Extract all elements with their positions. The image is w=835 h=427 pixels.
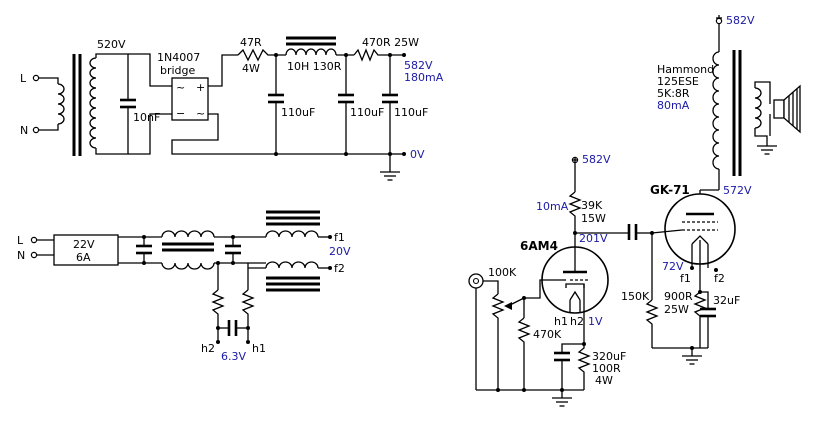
bridge-ac-symbol-1: ~ [176,81,185,94]
common-mode-choke-bottom [161,262,215,270]
mains-n-label: N [20,124,28,137]
output-grid-r-label: 150K [621,290,650,303]
f2-output-label: f2 [334,262,345,275]
volume-pot[interactable] [491,293,505,390]
ground-voltage-label: 0V [410,148,425,161]
r2-label: 470R 25W [362,36,419,49]
output-cathode-r-value: 900R [664,290,693,303]
opt-ratio-label: 5K:8R [657,87,690,100]
h1-output-label: h1 [252,342,266,355]
driver-plate-r-value: 39K [581,199,603,212]
output-grid-voltage: 72V [662,260,684,273]
bridge-ac-symbol-2: ~ [196,107,205,120]
h2-output-label: h2 [201,342,215,355]
output-plate-voltage: 572V [723,184,752,197]
output-transformer-primary [712,51,720,170]
power-supply-section: L N 520V 10nF ~ + − ~ 1N4007 bridge [20,36,444,181]
h-voltage-label: 6.3V [221,350,246,363]
output-ground-symbol [756,145,778,155]
b-plus-current-label: 180mA [404,71,444,84]
output-b-plus-label: 582V [726,14,755,27]
driver-plate-r-power: 15W [581,212,606,225]
b-plus-voltage-label: 582V [404,59,433,72]
output-tube-label: GK-71 [650,183,690,197]
driver-stage-section: 582V 10mA 39K 15W 201V 6AM4 h1 h2 1V [468,153,652,407]
output-f1-label: f1 [680,272,691,285]
secondary-voltage-label: 520V [97,38,126,51]
cap2-label: 110uF [350,106,384,119]
driver-ground-symbol [551,397,573,407]
driver-cathode-cap-label: 320uF [592,350,626,363]
resistor-47r [237,48,286,62]
mains-transformer-primary [57,83,65,125]
output-cathode-cap-label: 32uF [713,294,740,307]
f1-choke [265,230,319,238]
mains-n-terminal [32,126,40,134]
cap1-label: 110uF [281,106,315,119]
b-plus-output-node [402,53,406,57]
rectifier-part-label: 1N4007 [157,51,200,64]
heater-n-label: N [17,249,25,262]
bridge-rectifier [171,77,209,121]
mains-l-terminal [32,74,40,82]
heater-supply-section: L N 22V 6A [17,210,351,363]
opt-current-label: 80mA [657,99,690,112]
driver-cathode-resistor [577,344,591,390]
cap3-label: 110uF [394,106,428,119]
resistor-470r [353,48,404,62]
bridge-minus-symbol: − [176,107,185,120]
heater-psu-box [53,234,119,266]
choke-label: 10H 130R [287,60,342,73]
driver-h1-label: h1 [554,315,568,328]
psu-current-label: 6A [76,251,91,264]
driver-grid-r-label: 470K [533,328,562,341]
driver-current-label: 10mA [536,200,569,213]
heater-n-terminal [30,251,38,259]
mains-transformer-secondary [89,57,97,149]
driver-cathode-r-label: 100R [592,362,621,375]
psu-ground-symbol [379,171,401,181]
bridge-plus-symbol: + [196,81,205,94]
snubber-cap-label: 10nF [133,111,160,124]
opt-brand-label: Hammond [657,63,714,76]
output-cathode-r-power: 25W [664,303,689,316]
driver-tube-label: 6AM4 [520,239,558,253]
r1-value-label: 47R [240,36,262,49]
output-f2-label: f2 [714,272,725,285]
f2-choke [265,261,319,269]
h-dropper-resistor-1 [211,289,225,340]
driver-grid-resistor [517,317,531,390]
driver-plate-resistor [568,191,582,233]
f-voltage-label: 20V [329,245,351,258]
mains-l-label: L [20,72,27,85]
output-grid-resistor [645,299,659,348]
output-b-plus-terminal [715,17,723,25]
pot-label: 100K [488,266,517,279]
driver-cathode-voltage: 1V [588,315,603,328]
common-mode-choke-top [161,230,215,238]
r1-power-label: 4W [242,62,260,75]
output-stage-section: 582V Hammond 125ESE 5K:8R 80mA 572V GK-7… [621,14,801,365]
output-cathode-resistor [693,291,707,348]
h-dropper-resistor-2 [241,289,255,340]
choke-coil [285,48,337,56]
driver-h2-label: h2 [570,315,584,328]
output-stage-ground-symbol [681,355,703,365]
driver-cathode-r-power: 4W [595,374,613,387]
snubber-capacitor [120,98,136,109]
heater-l-terminal [30,236,38,244]
driver-plate-voltage: 201V [579,232,608,245]
heater-l-label: L [17,234,24,247]
speaker-icon [773,84,801,134]
rectifier-type-label: bridge [160,64,196,77]
opt-model-label: 125ESE [657,75,699,88]
driver-b-plus-label: 582V [582,153,611,166]
output-transformer-secondary [754,87,762,129]
psu-voltage-label: 22V [73,238,95,251]
f1-output-label: f1 [334,231,345,244]
